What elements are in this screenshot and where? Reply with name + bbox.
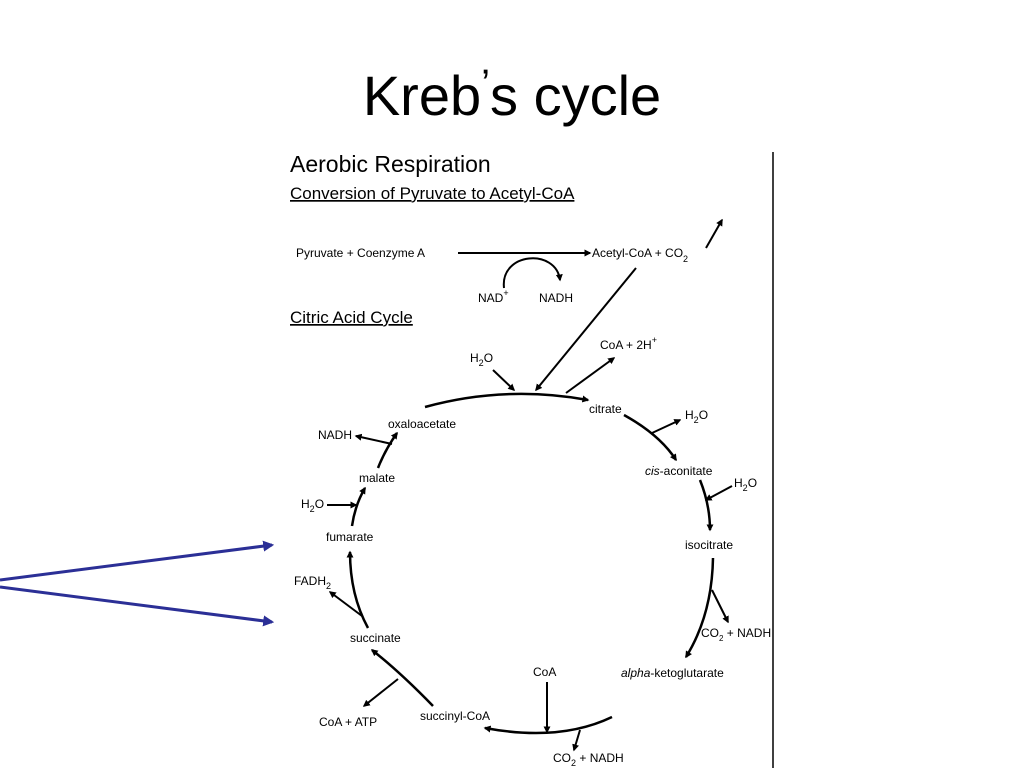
succinate-label: succinate	[350, 631, 401, 645]
h2o-label-citrate: H2O	[685, 408, 708, 425]
slide-title: Kreb’s cycle	[362, 62, 662, 127]
isocitrate-label: isocitrate	[685, 538, 733, 552]
h2o-in-arrow-top	[492, 369, 516, 391]
co2-nadh-label-1: CO2 + NADH	[701, 626, 771, 643]
nadh-out-arrow-malate	[354, 433, 393, 445]
cycle-arc-ketoglutarate-succinylcoa	[483, 715, 613, 735]
h2o-label-top: H2O	[470, 351, 493, 368]
pointer-arrow-succinate	[0, 585, 275, 627]
acetyl-coa-entry-arrow	[535, 267, 637, 392]
acetyl-coa-product: Acetyl-CoA + CO2	[592, 246, 688, 264]
cis-aconitate-label: cis-aconitate	[645, 464, 713, 478]
cycle-arc-fumarate-malate	[350, 486, 367, 527]
coa-in-label: CoA	[533, 665, 556, 679]
h2o-label-aconitate: H2O	[734, 476, 757, 493]
co2-nadh-out-arrow-2	[572, 729, 581, 752]
cycle-arc-oxaloacetate-citrate	[424, 392, 590, 409]
fadh2-label: FADH2	[294, 574, 331, 591]
fadh2-out-arrow	[328, 591, 363, 617]
co2-release-arrow	[705, 218, 723, 249]
oxaloacetate-label: oxaloacetate	[388, 417, 456, 431]
h2o-label-fumarate: H2O	[301, 497, 324, 514]
pointer-arrow-fumarate	[0, 540, 275, 582]
cycle-arc-succinylcoa-succinate	[370, 649, 434, 707]
alpha-ketoglutarate-label: alpha-ketoglutarate	[621, 666, 724, 680]
h2o-in-arrow-aconitate	[704, 485, 733, 501]
co2-nadh-out-arrow-1	[711, 589, 729, 624]
pyruvate-reactants: Pyruvate + Coenzyme A	[296, 246, 425, 260]
h2o-out-arrow-citrate	[651, 419, 682, 434]
pyruvate-section-title: Conversion of Pyruvate to Acetyl-CoA	[290, 184, 575, 203]
nadh-label-malate: NADH	[318, 428, 352, 442]
cycle-arc-isocitrate-ketoglutarate	[684, 557, 715, 659]
nadh-label-pyruvate: NADH	[539, 291, 573, 305]
cycle-arc-malate-oxaloacetate	[376, 431, 399, 469]
cycle-arc-succinate-fumarate	[346, 550, 370, 629]
succinyl-coa-label: succinyl-CoA	[420, 709, 490, 723]
citrate-label: citrate	[589, 402, 622, 416]
cycle-section-title: Citric Acid Cycle	[290, 308, 413, 327]
coa-atp-label: CoA + ATP	[319, 715, 377, 729]
malate-label: malate	[359, 471, 395, 485]
nad-to-nadh-arrow	[502, 257, 563, 289]
cycle-arc-cisaconitate-isocitrate	[698, 479, 714, 532]
coa-atp-out-arrow	[362, 678, 399, 707]
figure-heading: Aerobic Respiration	[290, 151, 491, 177]
nad-label: NAD+	[478, 288, 509, 305]
coa-2h-out-arrow	[565, 357, 616, 394]
cycle-arc-citrate-cisaconitate	[623, 413, 678, 462]
co2-nadh-label-2: CO2 + NADH	[553, 751, 624, 768]
coa-2h-label: CoA + 2H+	[600, 335, 657, 352]
fumarate-label: fumarate	[326, 530, 374, 544]
